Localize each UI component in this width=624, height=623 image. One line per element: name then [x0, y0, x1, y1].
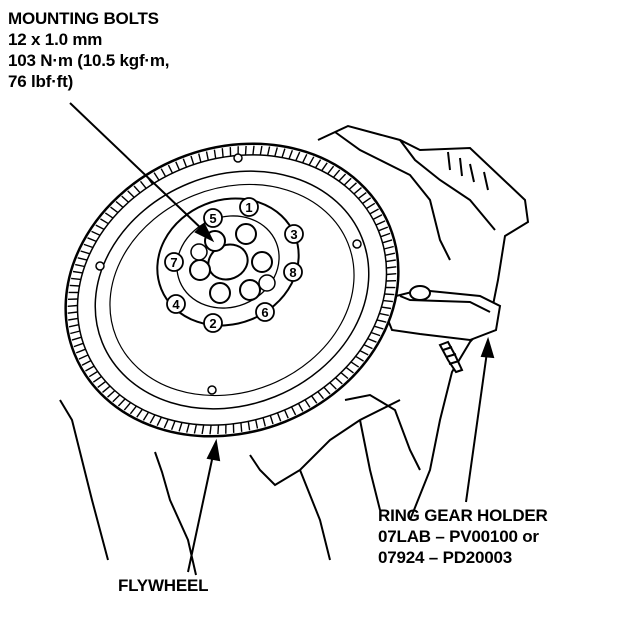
- mounting-bolts-size: 12 x 1.0 mm: [8, 29, 169, 50]
- gear-tooth: [385, 294, 395, 295]
- flywheel-leader-line: [188, 455, 213, 572]
- flywheel-disc: [21, 95, 443, 486]
- gear-tooth: [241, 423, 242, 432]
- bolt-number-4: 4: [172, 297, 180, 312]
- bolt-number-3: 3: [290, 227, 297, 242]
- bolt-number-2: 2: [209, 316, 216, 331]
- ring-gear-holder-part-1: 07LAB – PV00100 or: [378, 526, 548, 547]
- gear-tooth: [70, 285, 80, 286]
- bolt-number-5: 5: [209, 211, 216, 226]
- bolt-number-8: 8: [289, 265, 296, 280]
- mounting-bolts-torque: 103 N·m (10.5 kgf·m,: [8, 50, 169, 71]
- gear-tooth: [71, 278, 81, 279]
- flywheel-leader-arrowhead: [208, 442, 219, 460]
- gear-tooth: [387, 274, 397, 275]
- mounting-bolts-label: MOUNTING BOLTS 12 x 1.0 mm 103 N·m (10.5…: [8, 8, 169, 92]
- mounting-bolts-title: MOUNTING BOLTS: [8, 8, 169, 29]
- ring-gear-holder-title: RING GEAR HOLDER: [378, 505, 548, 526]
- gear-tooth: [383, 301, 393, 302]
- ring-gear-holder-label: RING GEAR HOLDER 07LAB – PV00100 or 0792…: [378, 505, 548, 568]
- ring-gear-holder-part-2: 07924 – PD20003: [378, 547, 548, 568]
- holder-leader-line: [466, 352, 487, 502]
- bolt-number-6: 6: [261, 305, 268, 320]
- flywheel-label: FLYWHEEL: [118, 575, 208, 596]
- gear-tooth: [246, 146, 247, 155]
- gear-tooth: [222, 148, 223, 157]
- ring-gear-holder-tool: [380, 286, 500, 372]
- bolt-number-1: 1: [245, 200, 252, 215]
- gear-tooth: [68, 306, 78, 307]
- mounting-bolts-torque-lbf: 76 lbf·ft): [8, 71, 169, 92]
- gear-tooth: [218, 425, 219, 434]
- bolt-number-7: 7: [170, 255, 177, 270]
- holder-leader-arrowhead: [482, 340, 493, 357]
